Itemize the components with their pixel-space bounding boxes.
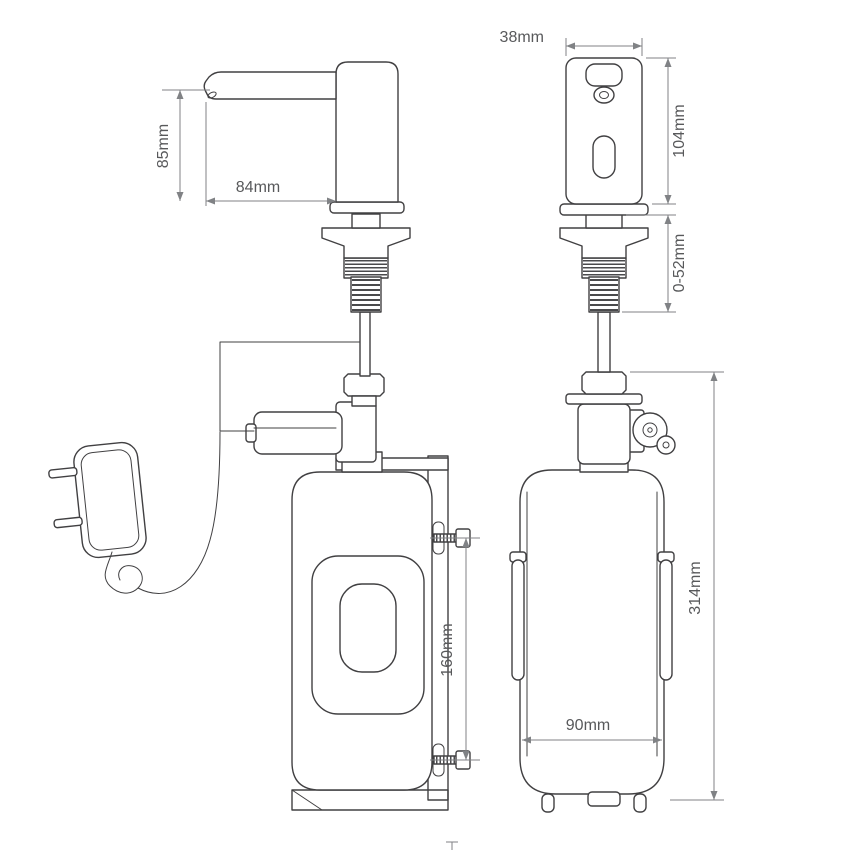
spout-nozzle — [207, 91, 217, 99]
shank-collar-front — [585, 213, 623, 229]
dim-104mm: 104mm — [646, 57, 688, 205]
faucet-base — [329, 201, 405, 214]
side-view — [203, 61, 471, 811]
plug-pin-top — [48, 466, 78, 479]
dim-160mm-label: 160mm — [439, 623, 456, 676]
cutoff-dimension-mark — [446, 841, 458, 850]
sensor-window — [592, 135, 616, 179]
faucet-body — [335, 61, 399, 203]
dim-38mm: 38mm — [500, 29, 643, 56]
dim-0-52mm: 0-52mm — [622, 214, 688, 313]
dim-38mm-label: 38mm — [500, 29, 544, 46]
bottle-feet — [541, 791, 647, 813]
mounting-clamp-side — [321, 227, 411, 259]
plug-body — [73, 441, 147, 559]
hose-connector-side — [343, 373, 385, 407]
dim-104mm-label: 104mm — [671, 104, 688, 157]
dim-85mm: 85mm — [155, 89, 210, 201]
bracket-plate-through-bottle — [311, 555, 425, 715]
supply-tube-side — [359, 311, 371, 377]
hose-connector-front — [581, 371, 627, 395]
dim-90mm-label: 90mm — [566, 717, 610, 734]
dim-314mm-label: 314mm — [687, 561, 704, 614]
dim-84mm: 84mm — [205, 102, 336, 206]
plug-pin-bottom — [53, 516, 83, 529]
bottle-clip-left — [509, 551, 527, 681]
dim-90mm: 90mm — [522, 717, 662, 744]
faucet-spout — [203, 71, 337, 100]
motor-gear-large — [632, 412, 668, 448]
power-cord — [137, 431, 221, 594]
dim-85mm-label: 85mm — [155, 124, 172, 168]
supply-tube-front — [597, 311, 611, 373]
shank-collar-side — [351, 213, 381, 229]
dim-314mm: 314mm — [630, 371, 724, 801]
power-cable — [219, 341, 361, 432]
threaded-shank-front — [581, 257, 627, 313]
bracket-slot — [339, 583, 397, 673]
motor-gear-small — [656, 435, 676, 455]
threaded-shank-side — [343, 257, 389, 313]
dispenser-head — [559, 57, 649, 216]
pump-motor-unit — [565, 393, 676, 465]
pump-top-plate — [565, 393, 643, 405]
faucet-side — [203, 61, 405, 214]
dim-0-52mm-label: 0-52mm — [671, 234, 688, 293]
bottle-side — [291, 471, 433, 791]
head-body — [565, 57, 643, 205]
dim-84mm-label: 84mm — [236, 179, 280, 196]
plug-body-inner — [80, 449, 140, 551]
front-view — [509, 57, 676, 813]
mounting-clamp-front — [559, 227, 649, 259]
cable-socket — [245, 423, 257, 443]
spout-front — [585, 63, 623, 87]
power-adapter — [48, 431, 221, 594]
dim-160mm: 160mm — [430, 537, 480, 761]
bottle-front — [519, 469, 665, 795]
bottle-clip-right — [657, 551, 675, 681]
head-base — [559, 203, 649, 216]
dimensions: 85mm 84mm 38mm 104mm 0-52mm — [155, 29, 724, 850]
spout-outlet — [593, 86, 615, 104]
